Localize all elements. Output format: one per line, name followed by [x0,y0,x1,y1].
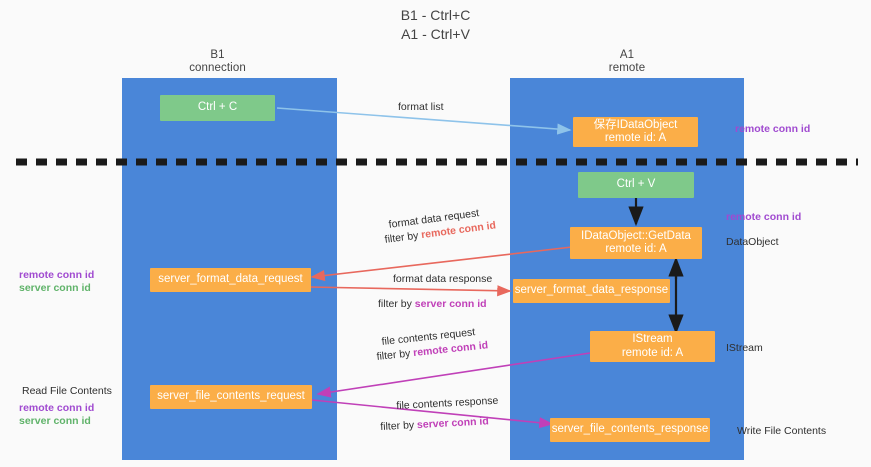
node-save-idataobject-line2: remote id: A [604,132,667,144]
node-istream[interactable]: IStream remote id: A [590,331,715,362]
lane-header-a1: A1 remote [512,49,742,75]
side-label-remote-conn-id-top: remote conn id [735,123,811,135]
filter-key-server-conn-id: server conn id [416,415,490,432]
side-label-read-file-contents: Read File Contents [22,385,112,397]
filter-prefix: filter by [380,419,418,433]
filter-prefix: filter by [378,298,415,310]
title-line-2: A1 - Ctrl+V [401,26,470,42]
node-server-file-contents-response-label: server_file_contents_response [551,423,709,436]
filter-prefix: filter by [376,347,414,363]
node-ctrl-c-label: Ctrl + C [197,101,238,114]
side-label-server-conn-id-left-bottom: server conn id [19,415,91,427]
node-server-format-data-request-label: server_format_data_request [158,273,303,286]
side-label-write-file-contents: Write File Contents [737,425,827,437]
lane-header-b1-line1: B1 [210,49,225,61]
node-ctrl-v[interactable]: Ctrl + V [578,172,694,198]
node-save-idataobject-line1: 保存IDataObject [593,118,678,131]
filter-key-server-conn-id: server conn id [414,298,487,310]
edge-label-format-data-response-filter: filter by server conn id [378,298,487,311]
node-server-file-contents-response[interactable]: server_file_contents_response [550,418,710,442]
lane-header-b1-line2: connection [189,62,246,74]
node-idataobject-getdata-line1: IDataObject::GetData [581,229,691,242]
side-label-remote-conn-id-mid: remote conn id [726,211,802,223]
side-label-remote-conn-id-left-mid: remote conn id [19,269,95,281]
node-save-idataobject[interactable]: 保存IDataObject remote id: A [573,117,698,147]
node-istream-line1: IStream [632,333,673,345]
title-line-1: B1 - Ctrl+C [400,7,471,23]
node-idataobject-getdata-line2: remote id: A [605,243,667,255]
node-server-format-data-response[interactable]: server_format_data_response [513,279,670,303]
edge-label-file-contents-response: file contents response [396,394,499,412]
side-label-server-conn-id-left-mid: server conn id [19,282,91,294]
node-server-format-data-request[interactable]: server_format_data_request [150,268,311,292]
node-ctrl-c[interactable]: Ctrl + C [160,95,275,121]
lane-header-b1: B1 connection [125,49,310,75]
lane-header-a1-line1: A1 [619,49,635,61]
edge-label-format-list: format list [398,101,444,113]
lane-header-a1-line2: remote [608,62,646,74]
node-server-file-contents-request[interactable]: server_file_contents_request [150,385,312,409]
side-label-dataobject: DataObject [726,236,779,248]
edge-label-format-data-response: format data response [393,273,493,285]
edge-label-file-contents-response-filter: filter by server conn id [380,415,489,434]
node-istream-line2: remote id: A [621,346,684,359]
node-server-file-contents-request-label: server_file_contents_request [157,390,305,403]
node-idataobject-getdata[interactable]: IDataObject::GetData remote id: A [570,227,702,259]
node-ctrl-v-label: Ctrl + V [616,178,656,191]
node-server-format-data-response-label: server_format_data_response [514,284,669,297]
side-label-remote-conn-id-left-bottom: remote conn id [19,402,95,414]
side-label-istream: IStream [726,342,763,354]
diagram-title: B1 - Ctrl+C A1 - Ctrl+V [0,6,871,44]
